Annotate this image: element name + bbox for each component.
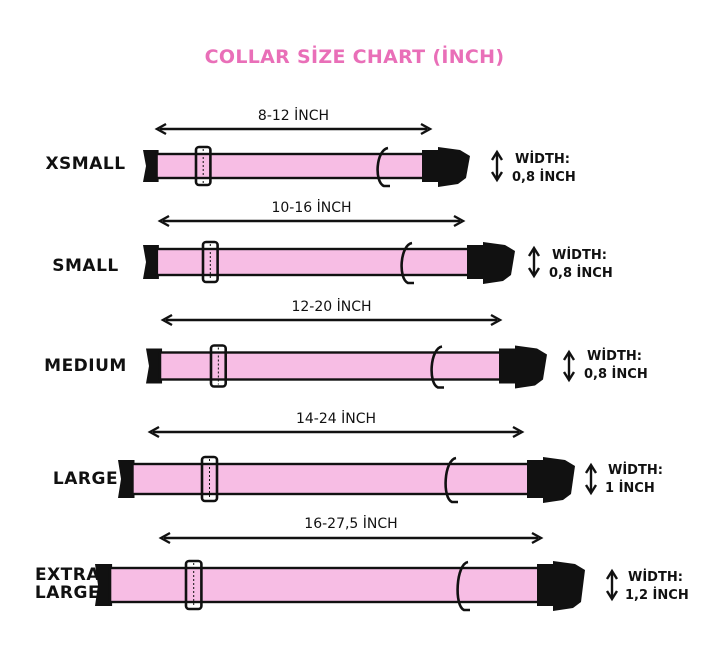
width-value: 0,8 İNCH: [549, 266, 613, 281]
width-value: 1 İNCH: [605, 481, 655, 496]
buckle-base: [527, 460, 545, 498]
arrow-left-head: [160, 313, 173, 327]
collar-d-ring: [456, 560, 470, 612]
buckle-clip: [543, 457, 575, 503]
arrow-down-head: [490, 171, 504, 183]
buckle-base: [499, 348, 517, 384]
length-label: 14-24 İNCH: [295, 411, 377, 427]
width-value: 0,8 İNCH: [512, 170, 576, 185]
collar-end-cap: [146, 348, 163, 384]
chart-title: COLLAR SİZE CHART (İNCH): [204, 46, 505, 68]
length-label: 12-20 İNCH: [291, 299, 372, 315]
width-title: WİDTH:: [628, 570, 683, 585]
collar-end-cap: [95, 564, 113, 606]
collar-strap: [155, 152, 428, 180]
arrow-down-head: [605, 590, 619, 602]
arrow-up-head: [527, 245, 541, 257]
buckle-clip: [483, 242, 515, 284]
buckle-clip: [515, 345, 547, 389]
collar-slider: [201, 240, 219, 284]
width-title: WİDTH:: [587, 349, 642, 364]
arrow-left-head: [158, 531, 171, 545]
collar-slider: [184, 559, 203, 611]
arrow-left-head: [147, 425, 160, 439]
arrow-right-head: [453, 214, 466, 228]
arrow-down-head: [584, 484, 598, 496]
arrow-down-head: [527, 267, 541, 279]
length-label: 8-12 İNCH: [257, 108, 330, 124]
arrow-right-head: [531, 531, 544, 545]
collar-d-ring: [400, 241, 414, 285]
buckle-base: [467, 245, 485, 279]
arrow-left-head: [157, 214, 170, 228]
collar-d-ring: [430, 345, 444, 389]
length-label: 10-16 İNCH: [271, 200, 352, 216]
collar-end-cap: [118, 460, 135, 498]
buckle-base: [422, 150, 440, 182]
collar-end-cap: [143, 245, 159, 279]
arrow-right-head: [512, 425, 525, 439]
collar-slider: [194, 145, 212, 187]
collar-d-ring: [444, 456, 458, 504]
buckle-clip: [553, 561, 585, 611]
collar-strap: [158, 351, 505, 381]
collar-strap: [155, 247, 473, 277]
length-label: 16-27,5 İNCH: [304, 516, 398, 532]
collar-end-cap: [143, 150, 159, 182]
width-value: 1,2 İNCH: [625, 588, 689, 603]
width-title: WİDTH:: [608, 463, 663, 478]
arrow-left-head: [154, 122, 167, 136]
collar-strap: [131, 462, 533, 496]
arrow-up-head: [605, 568, 619, 580]
collar-strap: [108, 566, 543, 604]
size-label: SMALL: [52, 256, 119, 276]
width-title: WİDTH:: [552, 248, 607, 263]
collar-slider: [209, 344, 227, 388]
arrow-right-head: [490, 313, 503, 327]
width-value: 0,8 İNCH: [584, 367, 648, 382]
collar-slider: [200, 455, 219, 503]
arrow-up-head: [562, 349, 576, 361]
arrow-down-head: [562, 371, 576, 383]
arrow-up-head: [490, 149, 504, 161]
size-label: MEDIUM: [44, 356, 127, 376]
size-label: EXTRA LARGE: [34, 565, 101, 603]
arrow-right-head: [420, 122, 433, 136]
size-label: LARGE: [52, 469, 119, 489]
collar-d-ring: [376, 146, 390, 188]
arrow-up-head: [584, 462, 598, 474]
width-title: WİDTH:: [515, 152, 570, 167]
buckle-clip: [438, 147, 470, 187]
buckle-base: [537, 564, 555, 606]
size-label: XSMALL: [45, 154, 126, 174]
